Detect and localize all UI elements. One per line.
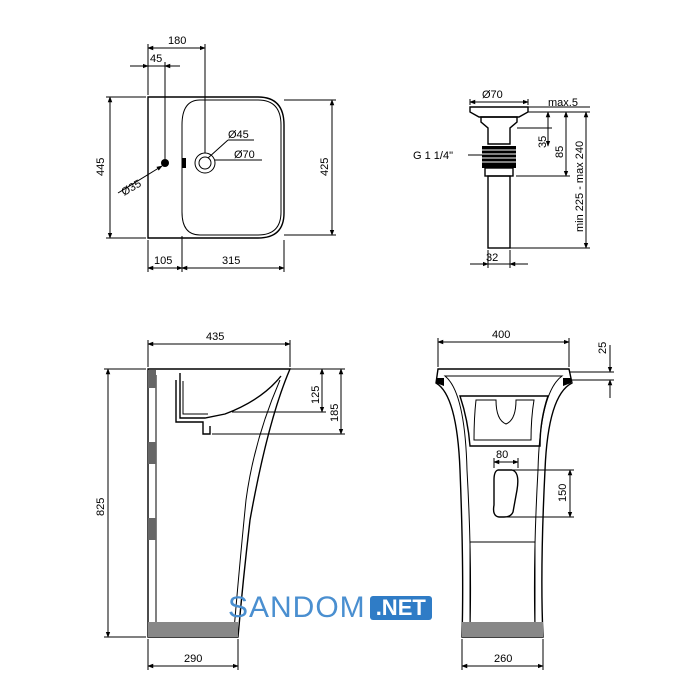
label-445: 445 <box>95 158 107 176</box>
front-lower-panel <box>469 541 536 631</box>
label-45: 45 <box>150 53 162 65</box>
side-profile-inner <box>155 375 281 631</box>
front-view: 400 25 80 150 260 <box>435 329 614 670</box>
label-drain-range: min 225 - max 240 <box>574 141 586 232</box>
drain-nut <box>484 167 514 177</box>
label-180: 180 <box>168 35 186 47</box>
dim-445: 445 <box>95 96 146 239</box>
label-105: 105 <box>154 255 172 267</box>
drain-view: Ø70 max.5 35 85 min 225 - max 240 G 1 1/… <box>413 89 590 268</box>
label-315: 315 <box>222 255 240 267</box>
front-bowl-window <box>459 395 549 447</box>
front-ledge-left <box>436 378 444 386</box>
label-425: 425 <box>319 158 331 176</box>
label-25: 25 <box>597 342 609 354</box>
label-825: 825 <box>95 498 107 516</box>
bowl-inner-top <box>181 99 282 236</box>
label-dia-70: Ø70 <box>234 149 255 161</box>
front-ledge-right <box>563 378 571 386</box>
brand-badge: .NET <box>369 596 432 620</box>
label-drain-32: 32 <box>486 252 498 264</box>
dim-180: 180 <box>147 35 206 153</box>
top-view: 180 45 445 425 <box>95 35 336 272</box>
drain-inner-circle <box>198 156 212 170</box>
label-drain-35: 35 <box>537 136 549 148</box>
label-125: 125 <box>310 386 322 404</box>
wall-bracket-low <box>148 518 156 540</box>
front-profile-outer <box>435 368 573 638</box>
side-drain-tube <box>175 380 211 435</box>
side-dims: 435 125 185 825 290 <box>95 331 345 670</box>
front-bowl-shape <box>473 399 535 441</box>
drain-dims: Ø70 max.5 35 85 min 225 - max 240 G 1 1/… <box>413 89 590 268</box>
front-access-hole <box>492 469 519 518</box>
label-185: 185 <box>329 404 341 422</box>
label-290: 290 <box>184 653 202 665</box>
label-drain-85: 85 <box>554 146 566 158</box>
wall-bracket-mid <box>148 442 156 464</box>
label-dia-35: Ø35 <box>120 178 144 199</box>
side-bowl <box>179 373 282 419</box>
faucet-hole <box>161 159 169 167</box>
drain-thread <box>482 146 516 168</box>
label-max5: max.5 <box>548 97 578 109</box>
drain-outer-circle <box>194 152 216 174</box>
wall-bracket-top <box>148 370 156 388</box>
label-400: 400 <box>492 329 510 341</box>
label-80: 80 <box>496 449 508 461</box>
label-drain-dia-70: Ø70 <box>482 89 503 101</box>
label-dia-45: Ø45 <box>228 129 249 141</box>
dim-45: 45 <box>130 53 180 159</box>
label-435: 435 <box>206 331 224 343</box>
side-profile-outer <box>147 368 292 638</box>
overflow-slot <box>182 158 186 168</box>
dia-leaders: Ø35 Ø45 Ø70 <box>117 129 262 199</box>
side-base <box>148 622 238 637</box>
side-view: 435 125 185 825 290 <box>95 331 345 670</box>
label-150: 150 <box>557 484 569 502</box>
dim-425: 425 <box>284 99 336 236</box>
label-260: 260 <box>494 653 512 665</box>
side-drain-inner <box>182 381 208 415</box>
drain-body <box>480 116 518 145</box>
drain-pipe <box>487 175 511 249</box>
brand-watermark: SANDOM .NET <box>228 593 432 623</box>
label-thread: G 1 1/4" <box>413 150 453 162</box>
front-base <box>462 622 543 637</box>
basin-outline-top <box>147 96 285 239</box>
dim-105-315: 105 315 <box>147 236 285 272</box>
brand-name: SANDOM <box>228 591 366 624</box>
front-dims: 400 25 80 150 260 <box>437 329 614 670</box>
drain-cap <box>469 106 529 118</box>
